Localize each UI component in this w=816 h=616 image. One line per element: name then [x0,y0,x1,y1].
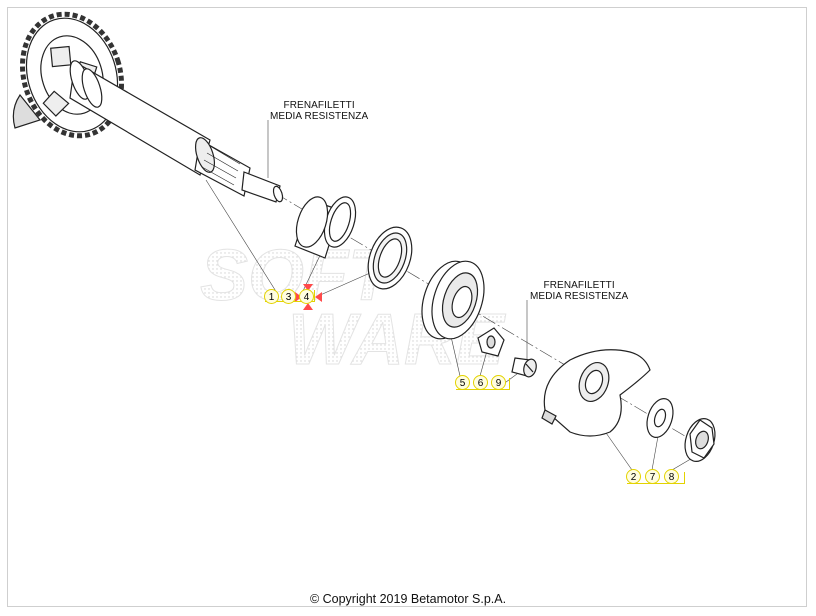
copyright-notice: © Copyright 2019 Betamotor S.p.A. [309,592,507,606]
bushing [294,196,357,259]
countershaft-gear [12,11,284,203]
callout-2[interactable]: 2 [626,469,641,484]
threadlocker-note-2: FRENAFILETTI MEDIA RESISTENZA [530,280,628,302]
flange-nut [684,418,716,462]
callout-8[interactable]: 8 [664,469,679,484]
note-1-line-1: FRENAFILETTI [283,100,355,111]
countersunk-screw [511,357,537,378]
ball-bearing [421,260,485,340]
note-1-line-2: MEDIA RESISTENZA [270,111,369,122]
note-2-line-1: FRENAFILETTI [543,280,615,291]
callout-7[interactable]: 7 [645,469,660,484]
callout-1[interactable]: 1 [264,289,279,304]
retaining-plate [477,327,505,357]
oil-seal [367,226,413,290]
note-2-line-2: MEDIA RESISTENZA [530,291,629,302]
selection-marker [295,284,322,310]
callout-group-c-underline [627,472,685,484]
balancer-counterweight [541,349,651,437]
callout-3[interactable]: 3 [281,289,296,304]
callout-9[interactable]: 9 [491,375,506,390]
flat-washer [646,398,674,438]
callout-5[interactable]: 5 [455,375,470,390]
callout-4[interactable]: 4 [299,289,314,304]
callout-6[interactable]: 6 [473,375,488,390]
threadlocker-note-1: FRENAFILETTI MEDIA RESISTENZA [270,100,368,122]
svg-text:SOFT: SOFT [200,236,398,316]
